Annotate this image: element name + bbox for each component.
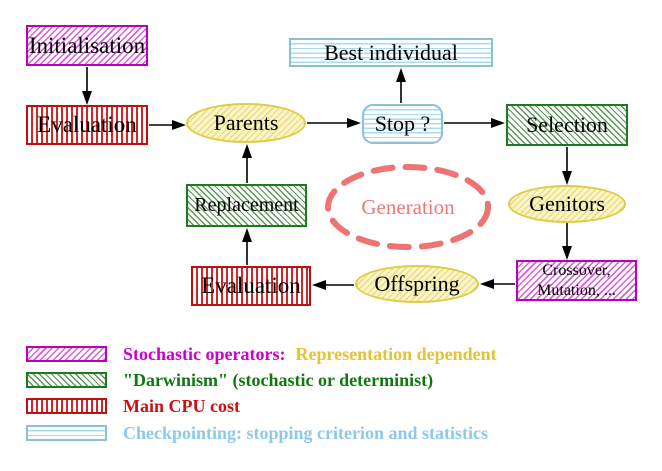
arrow-crossover-to-offspring — [480, 279, 515, 289]
generation-cycle-ellipse: Generation — [323, 163, 493, 251]
arrow-stop-to-selection — [444, 118, 505, 128]
dashed-ellipse-outline — [325, 164, 491, 250]
arrow-initialisation-to-evaluation — [82, 67, 92, 105]
node-parents: Parents — [186, 103, 306, 143]
legend-row-stochastic: Stochastic operators: Representation depe… — [26, 343, 497, 364]
arrow-selection-to-genitors — [562, 147, 572, 185]
node-stop: Stop ? — [362, 104, 443, 144]
arrow-offspring-to-evaluation — [312, 280, 354, 290]
arrow-stop-to-best-individual — [396, 68, 406, 103]
node-replacement: Replacement — [186, 184, 307, 227]
node-evaluation-top: Evaluation — [26, 105, 148, 145]
legend-swatch-magenta-hatch — [26, 346, 107, 362]
legend-row-checkpointing: Checkpointing: stopping criterion and st… — [26, 422, 489, 443]
legend-swatch-cyan-stripes — [26, 425, 107, 441]
legend-row-cpu-cost: Main CPU cost — [26, 395, 240, 416]
node-crossover-mutation: Crossover, Mutation, ... — [516, 260, 637, 301]
node-genitors: Genitors — [508, 185, 626, 223]
arrow-evaluation-to-parents — [149, 120, 186, 130]
node-initialisation: Initialisation — [26, 25, 148, 66]
legend-label-main-cpu-cost: Main CPU cost — [123, 395, 240, 416]
legend-label-darwinism: "Darwinism" (stochastic or determinist) — [123, 369, 434, 390]
node-best-individual: Best individual — [289, 38, 493, 67]
legend-label-representation-dependent: Representation dependent — [295, 343, 497, 364]
legend-row-darwinism: "Darwinism" (stochastic or determinist) — [26, 369, 434, 390]
legend-swatch-green-hatch — [26, 372, 107, 388]
arrow-evaluation-to-replacement — [242, 228, 252, 265]
arrow-parents-to-stop — [307, 118, 361, 128]
node-selection: Selection — [506, 104, 628, 146]
legend-label-stochastic-operators: Stochastic operators: — [123, 343, 286, 364]
legend-label-checkpointing: Checkpointing: stopping criterion and st… — [123, 422, 489, 443]
node-offspring: Offspring — [355, 265, 479, 303]
generation-label: Generation — [361, 194, 455, 219]
arrow-genitors-to-crossover — [562, 223, 572, 260]
arrow-replacement-to-parents — [242, 144, 252, 183]
node-evaluation-bottom: Evaluation — [191, 266, 311, 306]
legend-swatch-red-stripes — [26, 398, 107, 414]
